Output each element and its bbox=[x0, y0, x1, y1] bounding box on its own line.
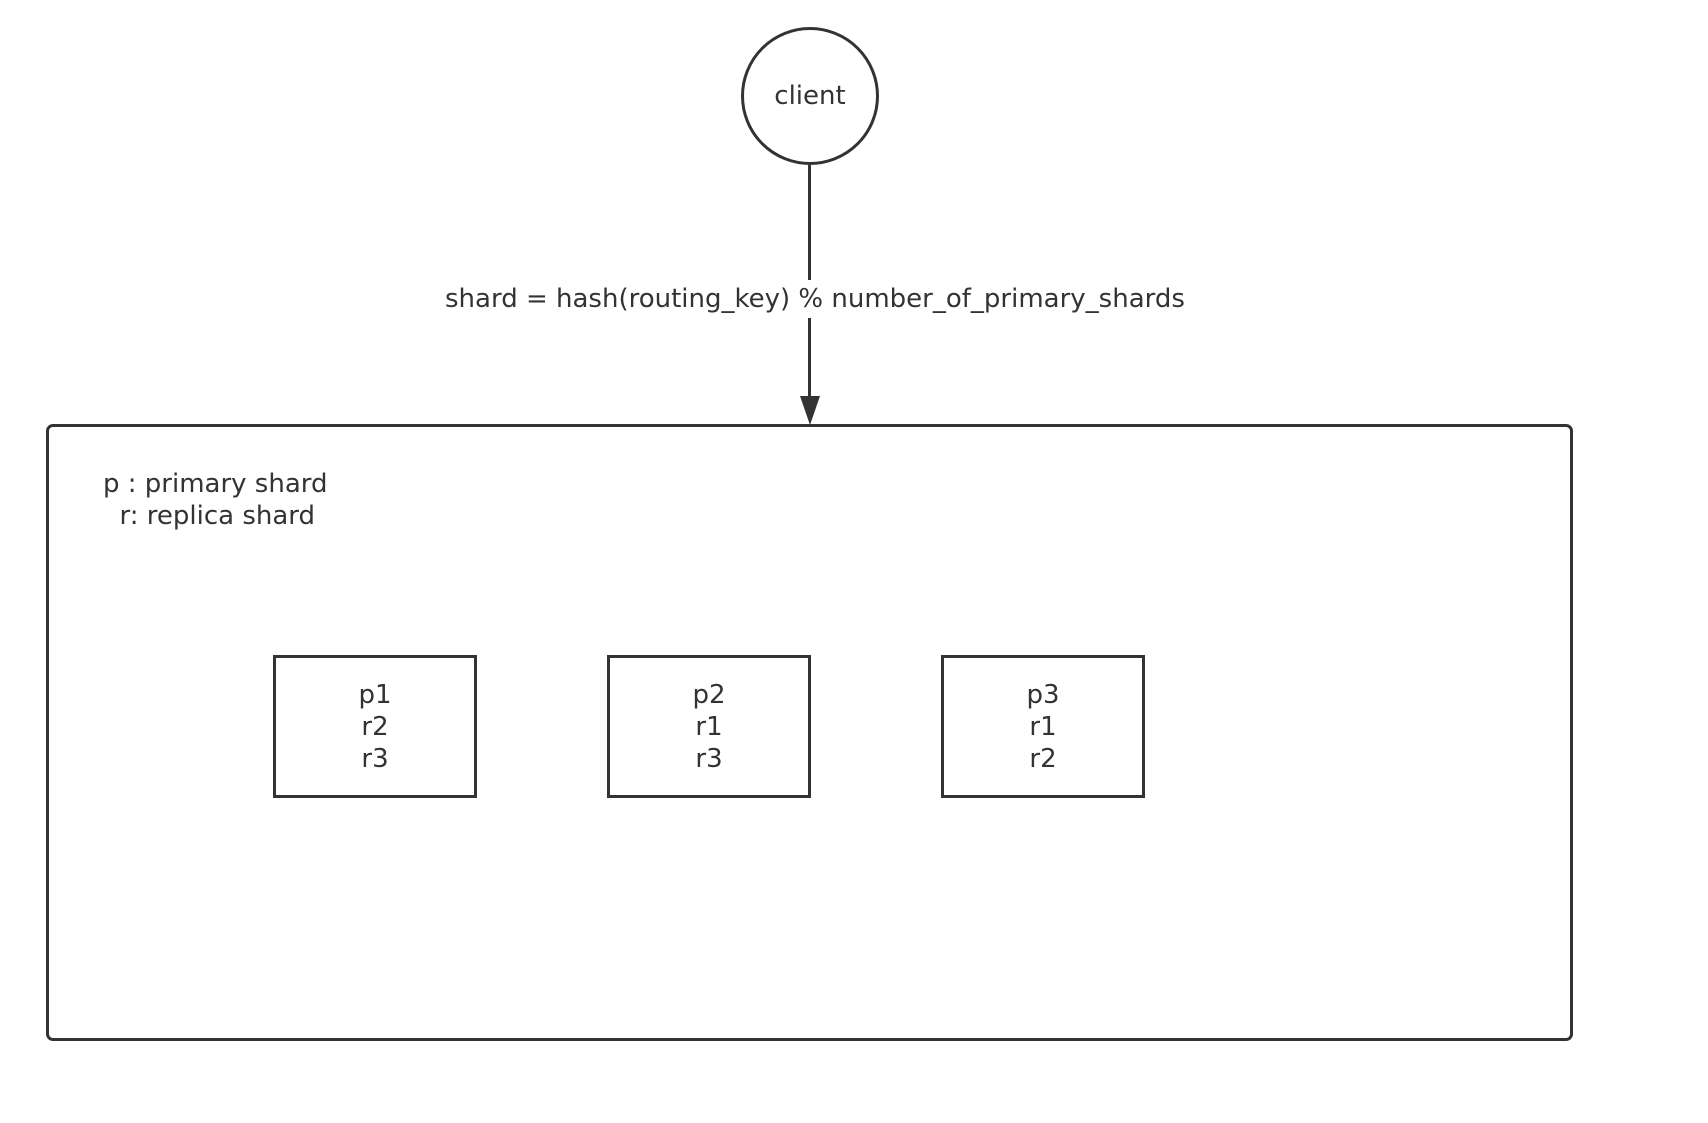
shard-node-3: p3 r1 r2 bbox=[941, 655, 1145, 798]
shard-node-3-primary: p3 bbox=[1026, 679, 1060, 710]
shard-node-2-primary: p2 bbox=[692, 679, 726, 710]
legend-replica-shard: r: replica shard bbox=[103, 501, 316, 531]
routing-edge-upper-line bbox=[808, 165, 811, 280]
shard-node-2-replica-b: r3 bbox=[695, 743, 723, 774]
shard-node-1-replica-b: r3 bbox=[361, 743, 389, 774]
routing-edge-lower-line bbox=[808, 318, 811, 396]
legend: p : primary shard r: replica shard bbox=[103, 468, 328, 532]
routing-formula-label: shard = hash(routing_key) % number_of_pr… bbox=[445, 283, 1185, 315]
shard-node-3-replica-a: r1 bbox=[1029, 711, 1057, 742]
legend-primary-shard: p : primary shard bbox=[103, 469, 328, 499]
shard-node-3-replica-b: r2 bbox=[1029, 743, 1057, 774]
client-label: client bbox=[774, 81, 846, 111]
shard-node-2-replica-a: r1 bbox=[695, 711, 723, 742]
shard-node-1: p1 r2 r3 bbox=[273, 655, 477, 798]
shard-node-1-primary: p1 bbox=[358, 679, 392, 710]
shard-node-1-replica-a: r2 bbox=[361, 711, 389, 742]
shard-node-2: p2 r1 r3 bbox=[607, 655, 811, 798]
routing-arrow-head bbox=[800, 396, 820, 425]
client-node: client bbox=[741, 27, 879, 165]
